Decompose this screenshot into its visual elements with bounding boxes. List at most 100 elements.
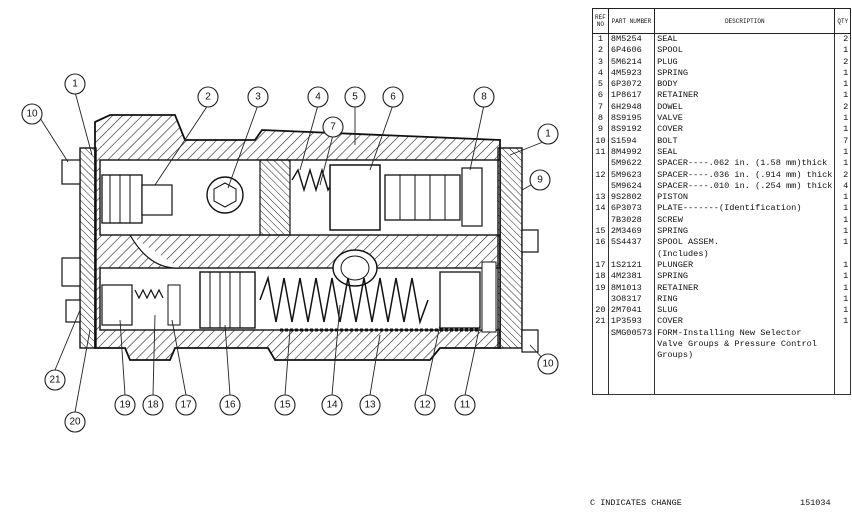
cell-part: 8S9192 xyxy=(607,124,656,136)
cell-ref: 4 xyxy=(592,67,609,80)
cell-ref: 13 xyxy=(592,192,609,204)
cell-part: 4M5923 xyxy=(607,67,656,80)
cell-ref xyxy=(592,293,609,306)
callout-4: 4 xyxy=(307,86,329,108)
cell-part: 9S2802 xyxy=(607,192,656,204)
cell-qty xyxy=(834,248,852,260)
cell-ref xyxy=(592,339,609,351)
cell-part: 1S2121 xyxy=(607,259,656,272)
parts-list-header-row: REF NO PART NUMBER DESCRIPTION QTY xyxy=(592,8,852,34)
cell-desc: PISTON xyxy=(654,192,836,204)
cell-qty: 2 xyxy=(834,33,852,46)
callout-13: 13 xyxy=(359,394,381,416)
cell-desc: SPOOL ASSEM. xyxy=(654,237,836,249)
svg-text:14: 14 xyxy=(326,400,338,411)
svg-text:20: 20 xyxy=(69,417,81,428)
cell-part: 1P3593 xyxy=(607,316,656,328)
cell-ref: 11 xyxy=(592,146,609,159)
svg-text:15: 15 xyxy=(279,400,291,411)
cell-qty: 7 xyxy=(834,135,852,147)
svg-text:4: 4 xyxy=(315,92,321,103)
callout-20: 20 xyxy=(64,411,86,433)
callout-10-right: 10 xyxy=(537,353,559,375)
cell-ref xyxy=(592,180,609,193)
cell-part: 8M5254 xyxy=(607,33,656,46)
cell-ref xyxy=(592,158,609,170)
left-cover xyxy=(61,147,97,349)
upper-spool xyxy=(101,159,483,236)
cell-ref: 2 xyxy=(592,45,609,57)
cell-qty: 1 xyxy=(834,316,852,328)
cell-desc: SPOOL xyxy=(654,45,836,57)
cell-part: 5M9622 xyxy=(607,158,656,170)
cell-part: 6P3072 xyxy=(607,79,656,91)
cell-qty xyxy=(834,327,852,340)
cell-desc: FORM-Installing New Selector xyxy=(654,327,836,340)
cell-qty: 2 xyxy=(834,101,852,114)
cell-qty: 1 xyxy=(834,113,852,125)
cell-desc: SPRING xyxy=(654,271,836,283)
callout-8: 8 xyxy=(473,86,495,108)
cell-qty: 1 xyxy=(834,203,852,215)
cell-qty: 1 xyxy=(834,237,852,249)
cell-qty: 1 xyxy=(834,293,852,306)
cell-qty: 1 xyxy=(834,192,852,204)
cell-qty: 1 xyxy=(834,259,852,272)
cell-desc: SCREW xyxy=(654,214,836,227)
svg-text:7: 7 xyxy=(330,122,336,133)
cell-desc: SPACER----.062 in. (1.58 mm)thick xyxy=(654,158,836,170)
cell-ref: 16 xyxy=(592,237,609,249)
table-row: (Includes) xyxy=(592,248,852,260)
callout-2: 2 xyxy=(197,86,219,108)
cell-ref: 10 xyxy=(592,135,609,147)
header-ref-no: REF NO xyxy=(592,8,609,34)
svg-text:21: 21 xyxy=(49,375,61,386)
cell-part: 2M3469 xyxy=(607,226,656,238)
drawing-code: 151034 xyxy=(800,498,831,508)
cell-desc: BODY xyxy=(654,79,836,91)
cell-desc: SPACER----.010 in. (.254 mm) thick xyxy=(654,180,836,193)
svg-text:1: 1 xyxy=(545,129,551,140)
cell-ref: 6 xyxy=(592,90,609,102)
cell-desc: PLUG xyxy=(654,56,836,68)
parts-list-table: REF NO PART NUMBER DESCRIPTION QTY 1 8M52… xyxy=(592,8,852,396)
cell-part: 6P4606 xyxy=(607,45,656,57)
svg-text:9: 9 xyxy=(537,175,543,186)
cell-ref xyxy=(592,248,609,260)
cell-part: 4M2381 xyxy=(607,271,656,283)
cell-ref: 5 xyxy=(592,79,609,91)
cell-ref: 12 xyxy=(592,169,609,181)
cell-part xyxy=(607,350,656,396)
svg-text:6: 6 xyxy=(390,92,396,103)
cell-qty: 4 xyxy=(834,180,852,193)
cell-qty: 1 xyxy=(834,158,852,170)
cell-qty: 2 xyxy=(834,56,852,68)
cell-desc: PLUNGER xyxy=(654,259,836,272)
cell-part: 3O8317 xyxy=(607,293,656,306)
cell-part: 1P8617 xyxy=(607,90,656,102)
cell-desc: Valve Groups & Pressure Control xyxy=(654,339,836,351)
callout-16: 16 xyxy=(219,394,241,416)
cell-desc: RETAINER xyxy=(654,90,836,102)
cell-ref: 20 xyxy=(592,305,609,317)
cell-qty xyxy=(834,339,852,351)
cell-desc: SEAL xyxy=(654,33,836,46)
cell-qty: 1 xyxy=(834,79,852,91)
callout-11: 11 xyxy=(454,394,476,416)
header-qty: QTY xyxy=(834,8,852,34)
